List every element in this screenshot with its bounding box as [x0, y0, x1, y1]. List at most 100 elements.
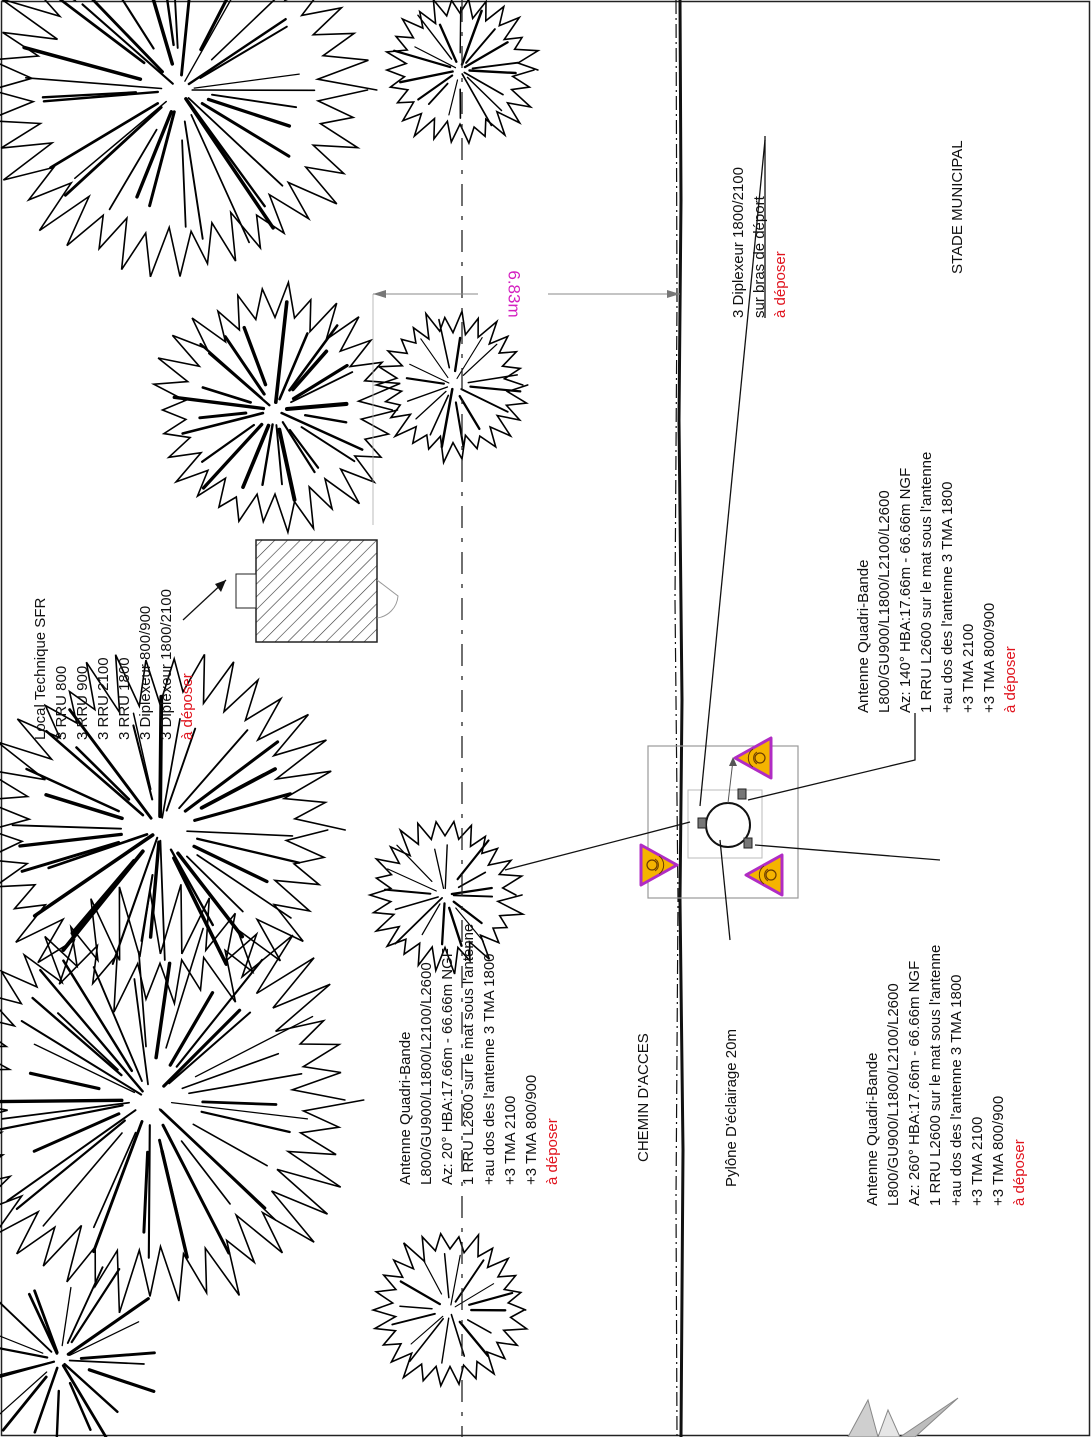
tree-stroke [460, 9, 483, 66]
tree-stroke [168, 1011, 252, 1085]
tree-outline [150, 279, 401, 536]
tree-stroke [187, 18, 287, 86]
tree-stroke [288, 428, 320, 469]
tree-stroke [454, 401, 465, 448]
antenna-260-label: Antenne Quadri-Bande L800/GU900/L1800/L2… [864, 940, 1028, 1206]
tree-stroke [434, 848, 445, 890]
tree-stroke [465, 28, 496, 64]
tree-stroke [201, 422, 264, 490]
tree-outline [0, 884, 365, 1314]
tree-vegetation [0, 0, 541, 1437]
tree-stroke [423, 1259, 443, 1295]
tree-stroke [460, 388, 509, 413]
tree-stroke [132, 712, 152, 791]
tree-stroke [183, 740, 280, 813]
tree-outline [0, 0, 378, 278]
tree-stroke [0, 1361, 50, 1376]
tree-stroke [427, 82, 449, 105]
tree-stroke [61, 849, 145, 952]
tree-stroke [0, 1104, 124, 1131]
tree-stroke [175, 958, 264, 1068]
tree-stroke [74, 100, 167, 180]
tree-stroke [194, 1015, 314, 1078]
tree-stroke [92, 1131, 137, 1229]
tree-stroke [55, 1389, 60, 1437]
tree-stroke [148, 110, 176, 208]
tree-stroke [459, 6, 462, 54]
tree-stroke [440, 387, 454, 449]
tree-stroke [137, 950, 147, 1048]
tree-stroke [0, 1301, 53, 1353]
tree-stroke [178, 729, 249, 810]
tree-stroke [192, 1123, 268, 1167]
tree-stroke [121, 0, 155, 50]
stade-label: STADE MUNICIPAL [949, 140, 966, 274]
tree-stroke [198, 411, 248, 420]
tree-stroke [463, 41, 509, 69]
tree-stroke [42, 90, 160, 103]
tree-stroke [63, 1362, 119, 1414]
tree-stroke [196, 837, 301, 864]
tree-stroke [165, 927, 204, 1049]
tree-stroke [62, 959, 134, 1073]
tree-stroke [452, 900, 483, 925]
tree-stroke [201, 423, 255, 463]
tree-stroke [193, 73, 300, 89]
tree-stroke [300, 426, 356, 463]
tree-stroke [68, 1381, 92, 1431]
tree-stroke [185, 855, 244, 913]
tree-outline [373, 308, 529, 466]
tree-stroke [468, 69, 517, 75]
tree-stroke [159, 1108, 267, 1210]
tree-stroke [461, 73, 493, 127]
tree-stroke [41, 91, 138, 99]
pylone-site [647, 745, 799, 899]
tree-stroke [166, 0, 175, 47]
tree-stroke [181, 411, 265, 435]
tree-stroke [394, 897, 444, 945]
tree-stroke [92, 966, 143, 1082]
tree-stroke [42, 1132, 123, 1227]
tree-stroke [415, 390, 447, 420]
tree-stroke [0, 1098, 124, 1104]
tree-stroke [284, 401, 349, 412]
north-arrow-icon [847, 1397, 959, 1437]
tree-stroke [466, 1319, 492, 1334]
tree-stroke [206, 97, 292, 128]
tree-stroke [132, 724, 154, 801]
tree-stroke [181, 1052, 280, 1090]
tree-stroke [161, 1123, 231, 1255]
tree-stroke [429, 394, 450, 436]
tree-stroke [184, 0, 232, 82]
tree-outline [370, 1231, 530, 1389]
tree-stroke [183, 120, 204, 240]
tree-stroke [66, 1266, 104, 1344]
tree-stroke [280, 411, 364, 451]
tree-stroke [45, 729, 145, 817]
tree-stroke [165, 727, 197, 812]
tree-stroke [64, 105, 163, 197]
tree-stroke [277, 427, 297, 502]
tree-stroke [223, 335, 266, 396]
tree-stroke [158, 694, 164, 819]
tree-stroke [147, 1124, 151, 1259]
tree-outline [0, 654, 346, 1013]
tree-stroke [462, 343, 498, 376]
dimension-label: 6.83m [505, 270, 524, 317]
tree-stroke [111, 836, 159, 965]
tree-stroke [394, 896, 439, 911]
tree-stroke [0, 1347, 49, 1359]
tree-stroke [151, 0, 175, 66]
tree-stroke [75, 746, 131, 801]
tree-stroke [69, 1321, 140, 1356]
tree-stroke [27, 1292, 59, 1355]
rf-warning-icon [639, 843, 679, 887]
tree-stroke [417, 74, 454, 101]
tree-stroke [291, 363, 349, 401]
tree-stroke [140, 873, 154, 942]
tree-stroke [193, 792, 292, 822]
tree-stroke [405, 377, 445, 385]
tree-stroke [188, 1072, 303, 1095]
tree-stroke [275, 424, 283, 486]
